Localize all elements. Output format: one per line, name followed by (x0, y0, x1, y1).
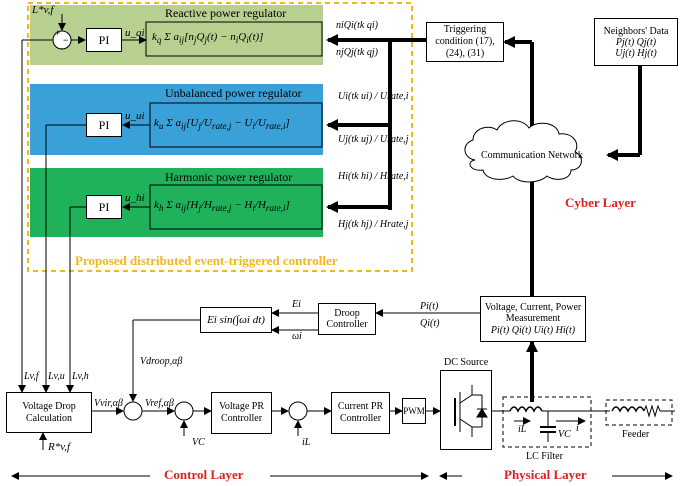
droop-label: Droop Controller (326, 307, 368, 331)
physical-layer-label: Physical Layer (504, 467, 587, 482)
current-pr-block: Current PR Controller (331, 392, 390, 434)
rvf-star-label: R*v,f (48, 441, 71, 453)
measurement-vars: Pi(t) Qi(t) Ui(t) Hi(t) (490, 324, 576, 336)
controller-frame (27, 2, 413, 272)
filter-vc-label: VC (558, 429, 571, 440)
filter-i-label: i (576, 423, 579, 434)
sum-circle-voltage (174, 401, 194, 421)
vvir-label: Vvir,αβ (94, 398, 123, 409)
voltage-drop-calc-block: Voltage Drop Calculation (6, 392, 92, 433)
control-layer-label: Control Layer (164, 467, 244, 482)
inverter-switch (454, 385, 488, 437)
vdc-label: Voltage Drop Calculation (22, 400, 76, 424)
unbalanced-pi-block: PI (86, 113, 122, 137)
njqj-label: njQj(tk qj) (336, 47, 378, 58)
lc-filter-label: LC Filter (526, 451, 563, 462)
omega-label: ωi (292, 331, 302, 342)
unbalanced-formula: ku Σ aij[Uj/Urate,j − Ui/Urate,i] (154, 117, 290, 132)
measurement-block: Voltage, Current, Power Measurement Pi(t… (480, 296, 586, 342)
esin-label: Ei sin(∫ωi dt) (207, 314, 265, 326)
cyber-layer-label: Cyber Layer (565, 195, 636, 210)
dc-source-label: DC Source (444, 357, 489, 368)
unbalanced-formula-box (149, 102, 323, 148)
vdroop-label: Vdroop,αβ (140, 356, 183, 367)
communication-network-label: Communication Network (481, 150, 583, 161)
harmonic-formula-box (149, 184, 323, 230)
sum-circle-vref (123, 401, 143, 421)
reactive-u-label: u_qi (125, 27, 145, 39)
feeder-box (605, 399, 673, 426)
communication-cloud (464, 120, 582, 183)
triggering-condition-block: Triggering condition (17), (24), (31) (426, 22, 504, 62)
vc-label: VC (192, 437, 205, 448)
sum-circle-current (288, 401, 308, 421)
feeder-resistor (643, 404, 661, 418)
filter-inductor (509, 406, 543, 413)
ui-rate-label: Ui(tk ui) / Urate,i (338, 91, 409, 102)
unbalanced-regulator-title: Unbalanced power regulator (165, 86, 302, 100)
filter-il-label: iL (518, 424, 527, 435)
pi-t-label: Pi(t) (420, 301, 439, 312)
unbalanced-band (30, 84, 323, 155)
neighbors-row1: Pj(t) Qj(t) (615, 36, 657, 48)
harmonic-band (30, 168, 323, 237)
sum-plus-top: + (55, 28, 61, 38)
niqi-label: niQi(tk qi) (336, 20, 378, 31)
reactive-formula-box (145, 21, 323, 57)
voltage-pr-label: Voltage PR Controller (218, 401, 265, 424)
neighbors-title: Neighbors' Data (603, 25, 669, 37)
il-label: iL (302, 437, 311, 448)
harmonic-pi-block: PI (86, 195, 122, 219)
reactive-pi-label: PI (98, 32, 110, 47)
droop-controller-block: Droop Controller (318, 303, 376, 335)
hj-rate-label: Hj(tk hj) / Hrate,j (338, 219, 409, 230)
reactive-pi-block: PI (86, 28, 122, 52)
reactive-regulator-title: Reactive power regulator (165, 6, 287, 20)
harmonic-regulator-title: Harmonic power regulator (165, 170, 293, 184)
reactive-band (30, 5, 323, 65)
harmonic-formula: kh Σ aij[Hj/Hrate,j − Hi/Hrate,i] (154, 199, 290, 214)
harmonic-u-label: u_hi (125, 192, 145, 204)
voltage-pr-block: Voltage PR Controller (211, 392, 272, 434)
hi-rate-label: Hi(tk hi) / Hrate,i (338, 171, 409, 182)
feeder-label: Feeder (622, 429, 650, 440)
unbalanced-pi-label: PI (98, 117, 110, 132)
neighbors-data-block: Neighbors' Data Pj(t) Qj(t) Uj(t) Hj(t) (594, 18, 678, 66)
reactive-formula: kq Σ aij[njQj(t) − niQi(t)] (152, 31, 264, 46)
feeder-inductor (611, 406, 645, 413)
pwm-block: PWM (402, 398, 426, 424)
harmonic-pi-label: PI (98, 199, 110, 214)
ei-label: Ei (292, 299, 301, 310)
lc-filter-box (502, 396, 592, 448)
inverter-block (440, 370, 492, 450)
measurement-label: Voltage, Current, Power Measurement (484, 301, 582, 325)
lvh-label: Lv,h (72, 371, 89, 382)
unbalanced-u-label: u_ui (125, 110, 145, 122)
triggering-label: Triggering condition (17), (24), (31) (435, 24, 495, 59)
lvf-label: Lv,f (24, 371, 39, 382)
current-pr-label: Current PR Controller (337, 401, 384, 424)
neighbors-row2: Uj(t) Hj(t) (615, 47, 657, 59)
controller-frame-title: Proposed distributed event-triggered con… (75, 253, 338, 268)
vref-label: Vref,αβ (145, 398, 174, 409)
qi-t-label: Qi(t) (420, 318, 440, 329)
esin-block: Ei sin(∫ωi dt) (200, 307, 272, 333)
uj-rate-label: Uj(tk uj) / Urate,j (338, 134, 409, 145)
lvu-label: Lv,u (48, 371, 65, 382)
lvf-star-label: L*v,f (32, 4, 54, 16)
sum-minus-top: − (63, 35, 69, 45)
pwm-label: PWM (403, 406, 425, 416)
